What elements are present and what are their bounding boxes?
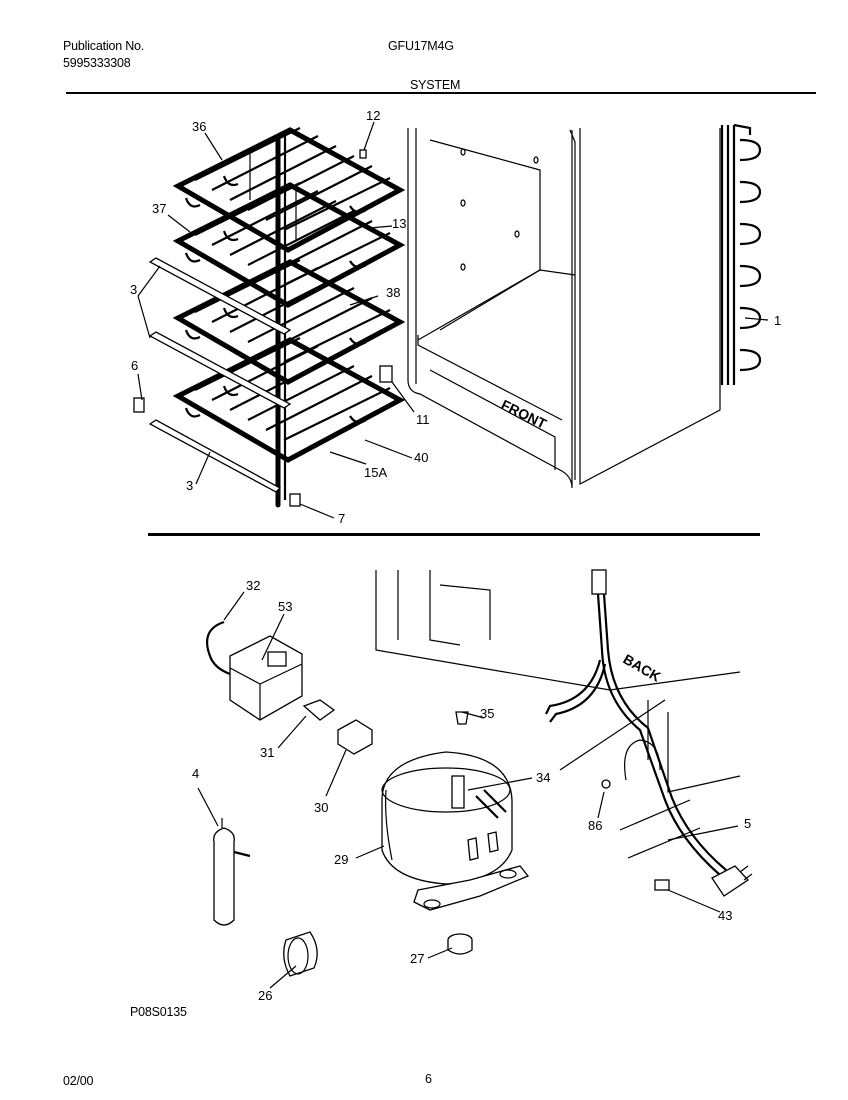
callout-43: 43	[718, 908, 732, 923]
callout-7: 7	[338, 511, 345, 526]
relay-clip	[302, 699, 336, 721]
callout-38: 38	[386, 285, 400, 300]
condenser-coil	[720, 123, 762, 385]
callout-86: 86	[588, 818, 602, 833]
part-11-bracket	[379, 365, 393, 383]
callout-13: 13	[392, 216, 406, 231]
back-label: BACK	[621, 651, 664, 685]
part-6-clip	[133, 397, 145, 413]
evaporator-shelf-2	[172, 182, 406, 308]
callout-37: 37	[152, 201, 166, 216]
drawing-code: P08S0135	[130, 1005, 187, 1019]
callout-15a: 15A	[364, 465, 387, 480]
callout-40: 40	[414, 450, 428, 465]
part-7-clip	[289, 493, 301, 507]
header-rule	[66, 92, 816, 94]
callout-6: 6	[131, 358, 138, 373]
section-title: SYSTEM	[410, 78, 461, 92]
filter-drier	[213, 818, 251, 926]
callout-27: 27	[410, 951, 424, 966]
model-number: GFU17M4G	[388, 39, 454, 53]
callout-30: 30	[314, 800, 328, 815]
power-cord	[545, 569, 753, 897]
callout-numbers: 36 12 37 13 3 38 1 6 11 40 15A 3 7 32 53…	[130, 108, 781, 1003]
publication-number: 5995333308	[63, 56, 131, 70]
callout-11: 11	[416, 412, 430, 427]
freezer-cabinet: FRONT	[407, 128, 721, 489]
callout-34: 34	[536, 770, 550, 785]
callout-1: 1	[774, 313, 781, 328]
callout-35: 35	[480, 706, 494, 721]
evaporator-shelf-4	[172, 337, 406, 463]
callout-53: 53	[278, 599, 292, 614]
footer-date: 02/00	[63, 1074, 94, 1088]
start-relay	[337, 719, 373, 755]
evaporator-shelves	[172, 127, 406, 508]
callout-3-upper: 3	[130, 282, 137, 297]
callout-29: 29	[334, 852, 348, 867]
front-label: FRONT	[499, 396, 550, 432]
page-number: 6	[425, 1072, 432, 1086]
callout-12: 12	[366, 108, 380, 123]
callout-36: 36	[192, 119, 206, 134]
section-divider	[148, 533, 760, 536]
grommet	[447, 933, 473, 955]
callout-32: 32	[246, 578, 260, 593]
compressor	[381, 711, 530, 911]
publication-label: Publication No.	[63, 39, 145, 53]
callout-5: 5	[744, 816, 751, 831]
callout-4: 4	[192, 766, 199, 781]
upper-leader-lines	[137, 121, 769, 519]
overload-protector	[206, 620, 303, 721]
part-12-clip	[359, 149, 367, 159]
callout-26: 26	[258, 988, 272, 1003]
evaporator-shelf-1	[172, 127, 406, 253]
shelf-rails	[148, 257, 292, 493]
callout-3-lower: 3	[186, 478, 193, 493]
part-43-clip	[654, 879, 670, 891]
callout-31: 31	[260, 745, 274, 760]
lower-leader-lines	[197, 591, 739, 989]
part-86-screw	[601, 779, 611, 789]
tubing-sleeve	[283, 931, 318, 977]
